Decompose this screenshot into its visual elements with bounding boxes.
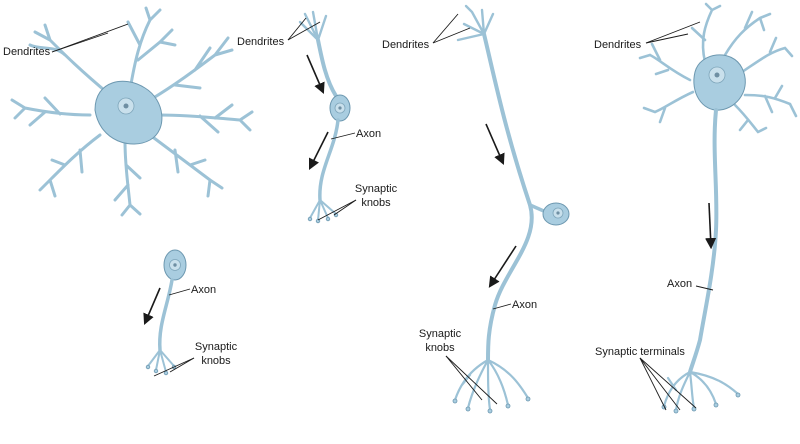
label-knobs-bipolar-line1: Synaptic [355,183,398,195]
label-axon-unipolar-long: Axon [512,299,537,311]
leader-knobs-unipolar-long [445,355,498,405]
label-terminals-motor: Synaptic terminals [595,346,685,358]
knob-unipolar-long [487,408,493,414]
nucleolus-unipolar-small [173,263,177,267]
knob-bipolar [307,216,313,222]
dendrites-star [10,6,254,217]
label-dendrites-motor: Dendrites [594,39,642,51]
knob-unipolar-long [505,403,511,409]
dendrites-unipolar-long [456,4,495,42]
leader-terminals-motor [639,357,697,411]
axon-bipolar [318,118,340,202]
arrow-motor [704,202,717,250]
dendrites-motor [638,2,798,134]
axon-unipolar-small [158,278,174,352]
knob-unipolar-long [452,398,458,404]
label-knobs-unipolar-small-line1: Synaptic [195,341,238,353]
label-knobs-unipolar-long-line2: knobs [425,342,455,354]
leader-axon-motor [695,285,714,291]
knob-bipolar [315,218,321,224]
axon-motor [688,108,719,374]
leader-knobs-unipolar-small [153,357,195,377]
knob-unipolar-small [163,370,169,376]
leader-axon-unipolar-small [168,288,191,296]
leader-dendrites-bipolar [287,17,321,41]
label-dendrites-unipolar-long: Dendrites [382,39,430,51]
label-knobs-unipolar-long-line1: Synaptic [419,328,462,340]
leader-dendrites-star [51,23,129,53]
arrow-unipolar-small [143,287,161,326]
nucleolus-star [123,103,129,109]
knob-unipolar-small [153,368,159,374]
knob-motor [691,406,697,412]
label-axon-unipolar-small: Axon [191,284,216,296]
label-knobs-unipolar-small-line2: knobs [201,355,231,367]
knob-bipolar [325,216,331,222]
arrow-unipolar-long-lower [488,245,517,288]
knob-unipolar-small [145,364,151,370]
nucleolus-bipolar [338,106,342,110]
neuron-multipolar-star: Dendrites [3,6,254,217]
knob-motor [735,392,741,398]
label-axon-motor: Axon [667,278,692,290]
process-bipolar-upper [316,38,338,98]
leader-axon-bipolar [330,132,356,140]
knob-unipolar-long [465,406,471,412]
leader-axon-unipolar-long [492,303,512,310]
label-dendrites-star: Dendrites [3,46,51,58]
arrow-bipolar-upper [306,54,325,95]
leader-dendrites-unipolar-long [432,13,471,44]
neuron-unipolar-long: Dendrites Axon Synaptic knobs [382,4,570,414]
leader-knobs-bipolar [317,199,357,221]
label-knobs-bipolar-line2: knobs [361,197,391,209]
neuron-unipolar-small: Axon Synaptic knobs [143,249,238,377]
terminals-unipolar-long [453,358,530,412]
terminals-unipolar-small [147,349,175,373]
arrow-bipolar-lower [308,131,329,171]
axon-unipolar-long [482,32,534,362]
terminals-bipolar [309,199,337,221]
knob-unipolar-long [525,396,531,402]
label-axon-bipolar: Axon [356,128,381,140]
neuron-multipolar-motor: Dendrites Axon Synaptic terminals [594,2,798,414]
neuron-bipolar: Dendrites Axon Synaptic knobs [237,10,398,224]
knob-motor [713,402,719,408]
leader-dendrites-motor [645,21,701,44]
knob-motor [673,408,679,414]
label-dendrites-bipolar: Dendrites [237,36,285,48]
nucleolus-motor [714,72,720,78]
nucleolus-unipolar-long [556,211,560,215]
arrow-unipolar-long-upper [485,123,505,166]
